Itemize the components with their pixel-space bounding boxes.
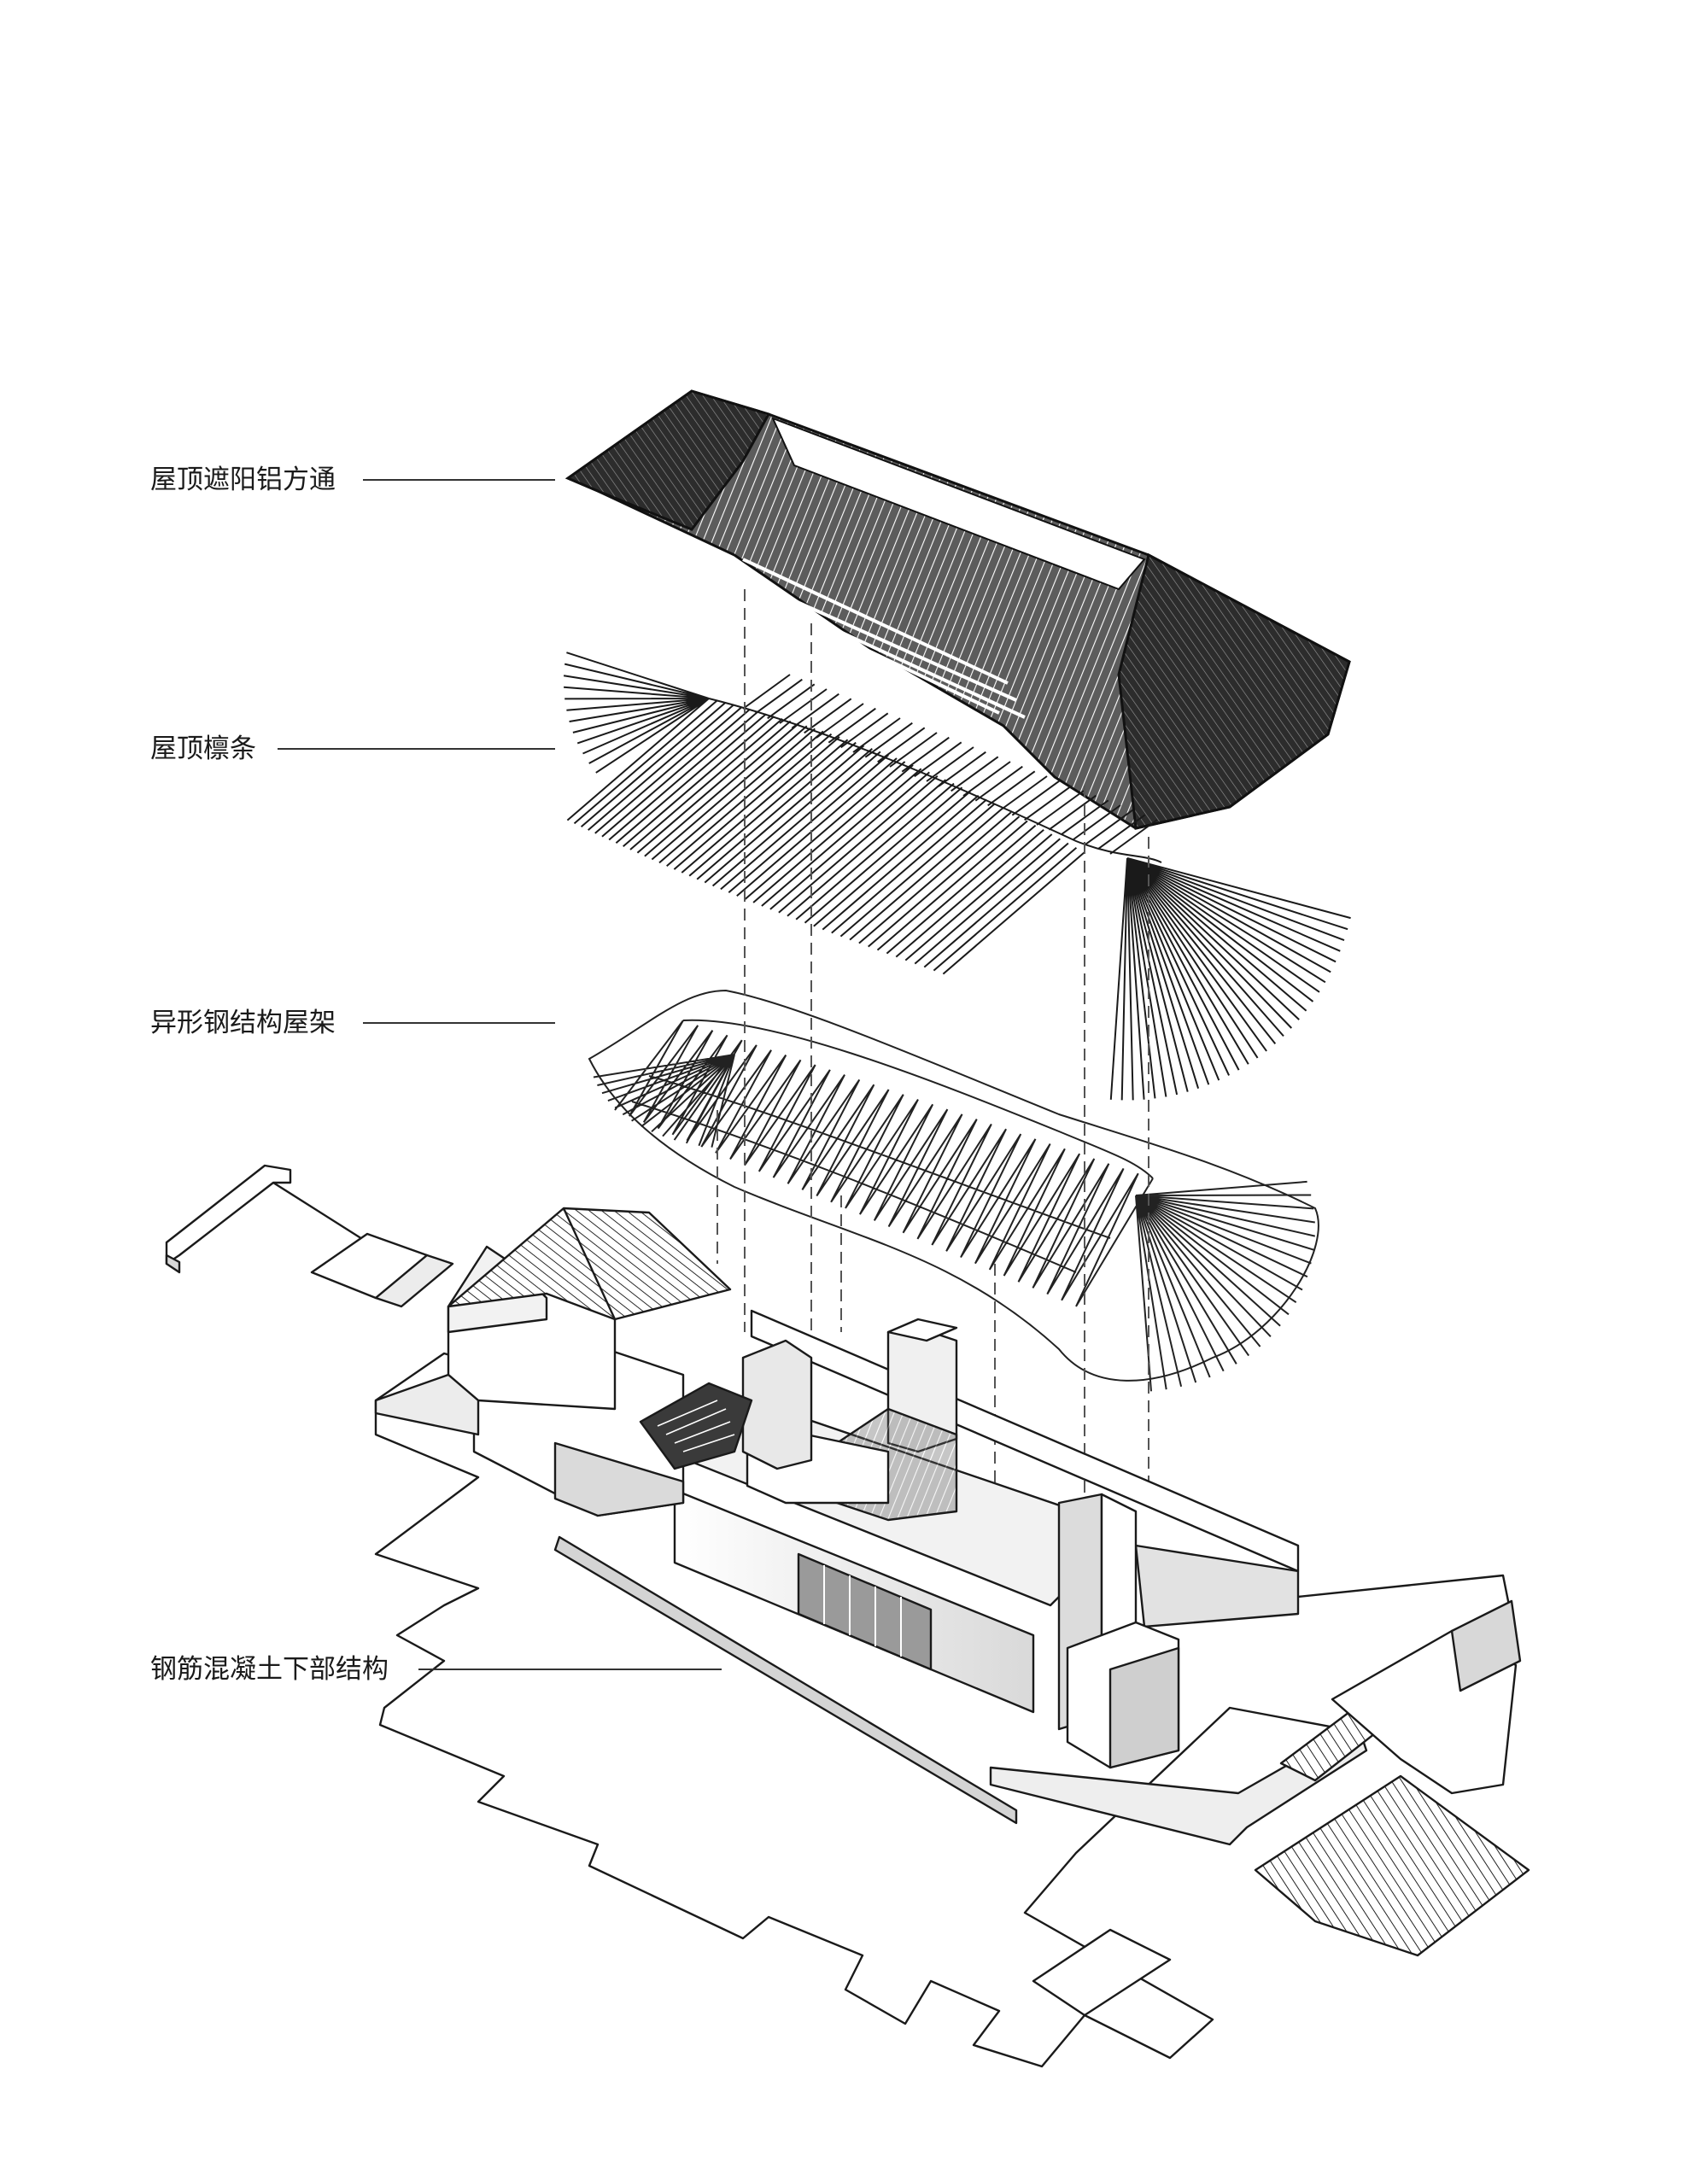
truss-top-chord [682, 1019, 1154, 1179]
building-storefront [797, 1552, 933, 1671]
truss-outer-edge [588, 989, 1319, 1382]
building-left-tower [741, 1339, 813, 1470]
base-main-platform [374, 1352, 1518, 2068]
gable-house-ridge [562, 1207, 617, 1320]
steel-truss-layer [588, 989, 1319, 1392]
base-front-stairs [1254, 1774, 1530, 1957]
roof-purlins-layer [563, 652, 1351, 1101]
roof-aluminum-white-strokes [742, 558, 1026, 719]
purlins-rafters [563, 652, 1351, 1101]
base-left-L-wall [165, 1164, 292, 1265]
roof-aluminum-right-hip [1117, 552, 1351, 830]
gable-house-side-deck [374, 1373, 480, 1436]
label-roof-purlins: 屋顶檩条 [150, 733, 256, 764]
truss-web-members [593, 1020, 1316, 1392]
building-right-end-wall [1134, 1544, 1300, 1628]
building-right-block-shadow [1108, 1646, 1180, 1769]
building-left-block-shadow [553, 1441, 685, 1517]
base-entry-pad-2 [374, 1254, 454, 1308]
label-steel-truss: 异形钢结构屋架 [150, 1008, 336, 1038]
building-stair-treads [657, 1400, 735, 1452]
label-concrete-base: 钢筋混凝土下部结构 [150, 1654, 389, 1685]
base-right-wing-wall [1450, 1599, 1522, 1692]
label-roof-aluminum: 屋顶遮阳铝方通 [150, 465, 336, 495]
building-stair-void [639, 1382, 753, 1470]
roof-aluminum-layer [564, 389, 1351, 830]
concrete-base-layer [165, 1164, 1530, 2068]
building-storefront-mullions [823, 1565, 902, 1657]
base-left-L-wall-side [165, 1254, 181, 1274]
roof-aluminum-left-hip [564, 389, 771, 531]
base-front-pad [1032, 1928, 1172, 2017]
base-lower-terrace [989, 1723, 1368, 1846]
leader-lines [278, 479, 722, 1670]
building-mid-tower-top [886, 1318, 958, 1342]
purlins-ridge-line [708, 698, 1162, 863]
base-front-edge [553, 1535, 1018, 1825]
roof-aluminum-top-light-strip [771, 417, 1146, 591]
